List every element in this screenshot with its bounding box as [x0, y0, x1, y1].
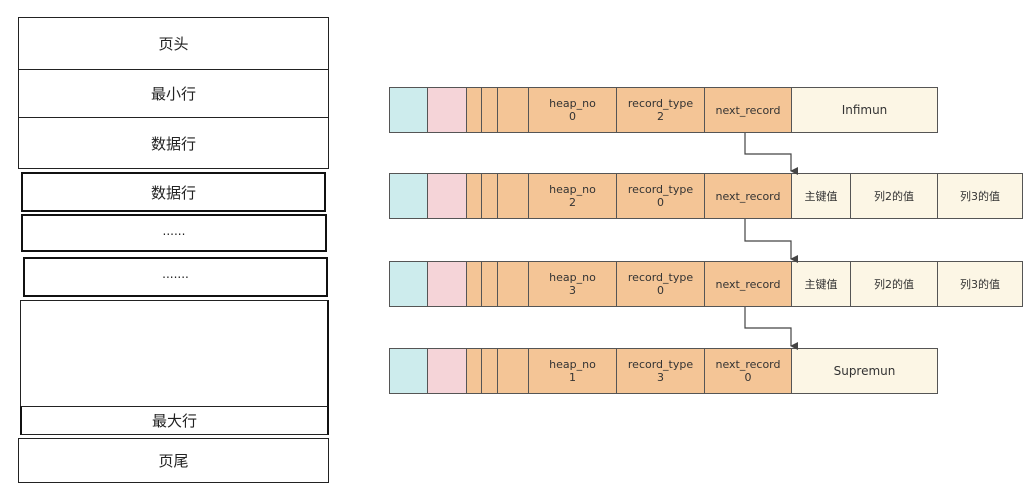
- record-type-value: 2: [657, 110, 664, 123]
- heap-no-value: 1: [569, 371, 576, 384]
- next-record-cell: next_record: [704, 261, 792, 307]
- infimum-content-cell: Infimun: [791, 87, 938, 133]
- column-3-cell: 列3的值: [937, 173, 1023, 219]
- record-field-teal: [389, 261, 428, 307]
- next-record-label: next_record: [715, 358, 781, 371]
- infimum-label: Infimun: [841, 102, 888, 117]
- page-trailer-block: 页尾: [18, 438, 329, 483]
- record-field-pink: [427, 173, 467, 219]
- page-header-label: 页头: [158, 35, 189, 53]
- column-3-label: 列3的值: [960, 189, 1000, 203]
- record-field-pink: [427, 261, 467, 307]
- next-record-cell: next_record: [704, 173, 792, 219]
- record-field-bit: [481, 261, 498, 307]
- record-type-label: record_type: [627, 358, 694, 371]
- column-2-cell: 列2的值: [850, 261, 938, 307]
- column-3-cell: 列3的值: [937, 261, 1023, 307]
- record-field-bit: [497, 87, 529, 133]
- record-field-bit: [497, 173, 529, 219]
- record-field-bit: [466, 348, 482, 394]
- record-field-bit: [466, 261, 482, 307]
- free-space-block: [20, 300, 329, 406]
- ellipsis-block-1: ......: [21, 214, 327, 252]
- next-record-cell: next_record: [704, 87, 792, 133]
- record-type-value: 0: [657, 196, 664, 209]
- record-field-bit: [481, 348, 498, 394]
- record-field-teal: [389, 348, 428, 394]
- heap-no-label: heap_no: [549, 271, 596, 284]
- next-record-value: 0: [744, 371, 752, 384]
- record-type-label: record_type: [627, 183, 694, 196]
- record-type-value: 3: [657, 371, 664, 384]
- next-record-label: next_record: [715, 103, 781, 117]
- next-record-label: next_record: [715, 277, 781, 291]
- primary-key-cell: 主键值: [791, 261, 851, 307]
- record-field-bit: [497, 261, 529, 307]
- next-record-label: next_record: [715, 189, 781, 203]
- page-trailer-label: 页尾: [158, 452, 189, 470]
- column-2-label: 列2的值: [874, 189, 914, 203]
- column-2-label: 列2的值: [874, 277, 914, 291]
- supremum-content-cell: Supremun: [791, 348, 938, 394]
- record-type-value: 0: [657, 284, 664, 297]
- record-field-bit: [466, 87, 482, 133]
- record-field-pink: [427, 87, 467, 133]
- data-row-label-1: 数据行: [150, 134, 196, 153]
- link-arrow-3: [744, 307, 798, 350]
- data-row-block-2: 数据行: [21, 172, 326, 212]
- record-field-bit: [497, 348, 529, 394]
- heap-no-label: heap_no: [549, 358, 596, 371]
- min-row-block: 最小行: [18, 69, 329, 118]
- record-field-bit: [481, 173, 498, 219]
- ellipsis-label-2: .......: [162, 267, 189, 281]
- data-row-block-1: 数据行: [18, 117, 329, 169]
- heap-no-label: heap_no: [549, 97, 596, 110]
- primary-key-label: 主键值: [804, 277, 838, 291]
- min-row-label: 最小行: [150, 85, 196, 103]
- record-field-bit: [481, 87, 498, 133]
- primary-key-label: 主键值: [804, 189, 838, 203]
- heap-no-label: heap_no: [549, 183, 596, 196]
- page-structure: 页头 最小行 数据行 数据行 ...... ....... 最大行 页尾: [18, 17, 330, 483]
- max-row-block: 最大行: [20, 406, 329, 435]
- max-row-label: 最大行: [151, 412, 197, 430]
- link-arrow-1: [744, 133, 798, 175]
- column-2-cell: 列2的值: [850, 173, 938, 219]
- heap-no-value: 3: [569, 284, 576, 297]
- link-arrow-2: [744, 219, 798, 263]
- record-field-bit: [466, 173, 482, 219]
- record-field-teal: [389, 173, 428, 219]
- primary-key-cell: 主键值: [791, 173, 851, 219]
- record-field-pink: [427, 348, 467, 394]
- ellipsis-label-1: ......: [162, 224, 186, 238]
- heap-no-value: 2: [569, 196, 576, 209]
- heap-no-value: 0: [569, 110, 576, 123]
- record-type-label: record_type: [627, 97, 694, 110]
- column-3-label: 列3的值: [960, 277, 1000, 291]
- record-type-label: record_type: [627, 271, 694, 284]
- page-header-block: 页头: [18, 17, 329, 70]
- ellipsis-block-2: .......: [23, 257, 328, 297]
- supremum-label: Supremun: [833, 363, 896, 378]
- data-row-label-2: 数据行: [150, 183, 196, 202]
- record-field-teal: [389, 87, 428, 133]
